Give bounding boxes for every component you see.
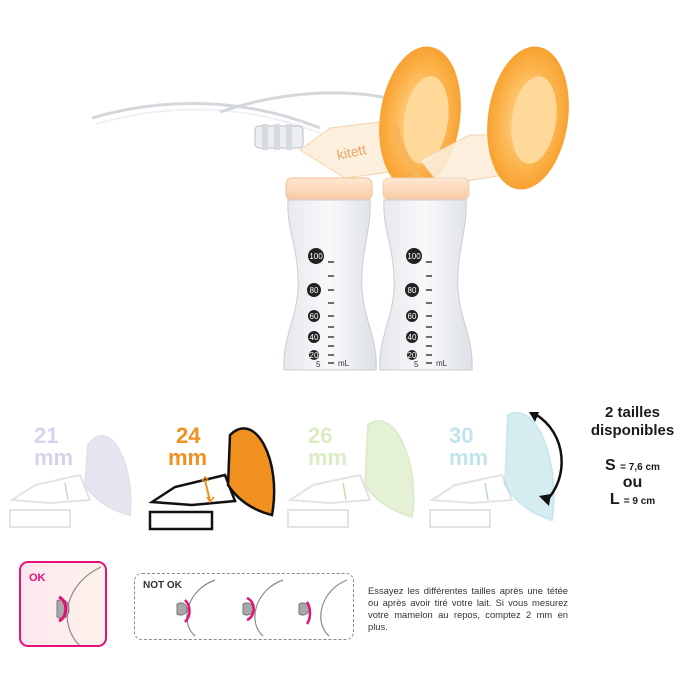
curved-double-arrow-icon — [529, 412, 563, 506]
notok-label: NOT OK — [143, 580, 182, 591]
size-unit: mm — [449, 445, 489, 470]
fitting-note: Essayez les différentes tailles après un… — [368, 585, 568, 632]
bottle-left — [283, 199, 377, 371]
bottle-right — [379, 199, 473, 371]
notok-too-small-icon — [176, 579, 216, 637]
svg-text:100: 100 — [309, 252, 323, 261]
bottle-scale-left: 100 80 60 40 20 — [307, 248, 324, 360]
brand-mark: kitett — [335, 141, 367, 163]
size-label-21: 21 mm — [34, 425, 73, 469]
fit-ok-panel: OK — [19, 561, 107, 647]
svg-text:5: 5 — [316, 360, 321, 369]
size-value: 21 — [34, 423, 59, 448]
sizes-title: 2 tailles disponibles — [590, 404, 675, 439]
size-unit: mm — [34, 445, 74, 470]
size-unit: mm — [308, 445, 348, 470]
size-s-line: S = 7,6 cm — [605, 457, 660, 474]
size-value: 24 — [176, 423, 201, 448]
connector-icon — [254, 124, 304, 150]
size-unit: mm — [168, 445, 208, 470]
size-label-30: 30 mm — [449, 425, 488, 469]
svg-text:100: 100 — [407, 252, 421, 261]
size-l-line: L = 9 cm — [609, 491, 656, 508]
size-label-24: 24 mm — [168, 425, 207, 469]
svg-text:5: 5 — [414, 360, 419, 369]
svg-text:80: 80 — [310, 286, 319, 295]
flange-sizes — [8, 412, 555, 531]
svg-text:80: 80 — [408, 286, 417, 295]
svg-text:40: 40 — [408, 333, 417, 342]
svg-text:mL: mL — [436, 359, 448, 368]
flange-26-icon — [286, 420, 415, 528]
ok-label: OK — [29, 572, 46, 584]
svg-text:20: 20 — [408, 351, 417, 360]
size-value: 26 — [308, 423, 333, 448]
fit-notok-panel: NOT OK — [134, 573, 354, 640]
flange-24-icon — [148, 427, 276, 531]
flange-30-icon — [428, 412, 555, 528]
flange-21-icon — [8, 435, 132, 528]
svg-text:mL: mL — [338, 359, 350, 368]
svg-text:40: 40 — [310, 333, 319, 342]
fit-ok-icon — [56, 566, 102, 645]
bottle-scale-right: 100 80 60 40 20 — [405, 248, 422, 360]
notok-too-big-icon — [242, 579, 284, 637]
size-or: ou — [622, 474, 643, 491]
size-label-26: 26 mm — [308, 425, 347, 469]
svg-text:60: 60 — [310, 312, 319, 321]
notok-off-center-icon — [298, 579, 348, 637]
size-value: 30 — [449, 423, 474, 448]
svg-text:20: 20 — [310, 351, 319, 360]
svg-text:60: 60 — [408, 312, 417, 321]
breast-pump-illustration: kitett 100 80 60 40 20 5 mL 100 80 60 40… — [91, 46, 569, 371]
fit-notok-icons — [176, 579, 348, 637]
